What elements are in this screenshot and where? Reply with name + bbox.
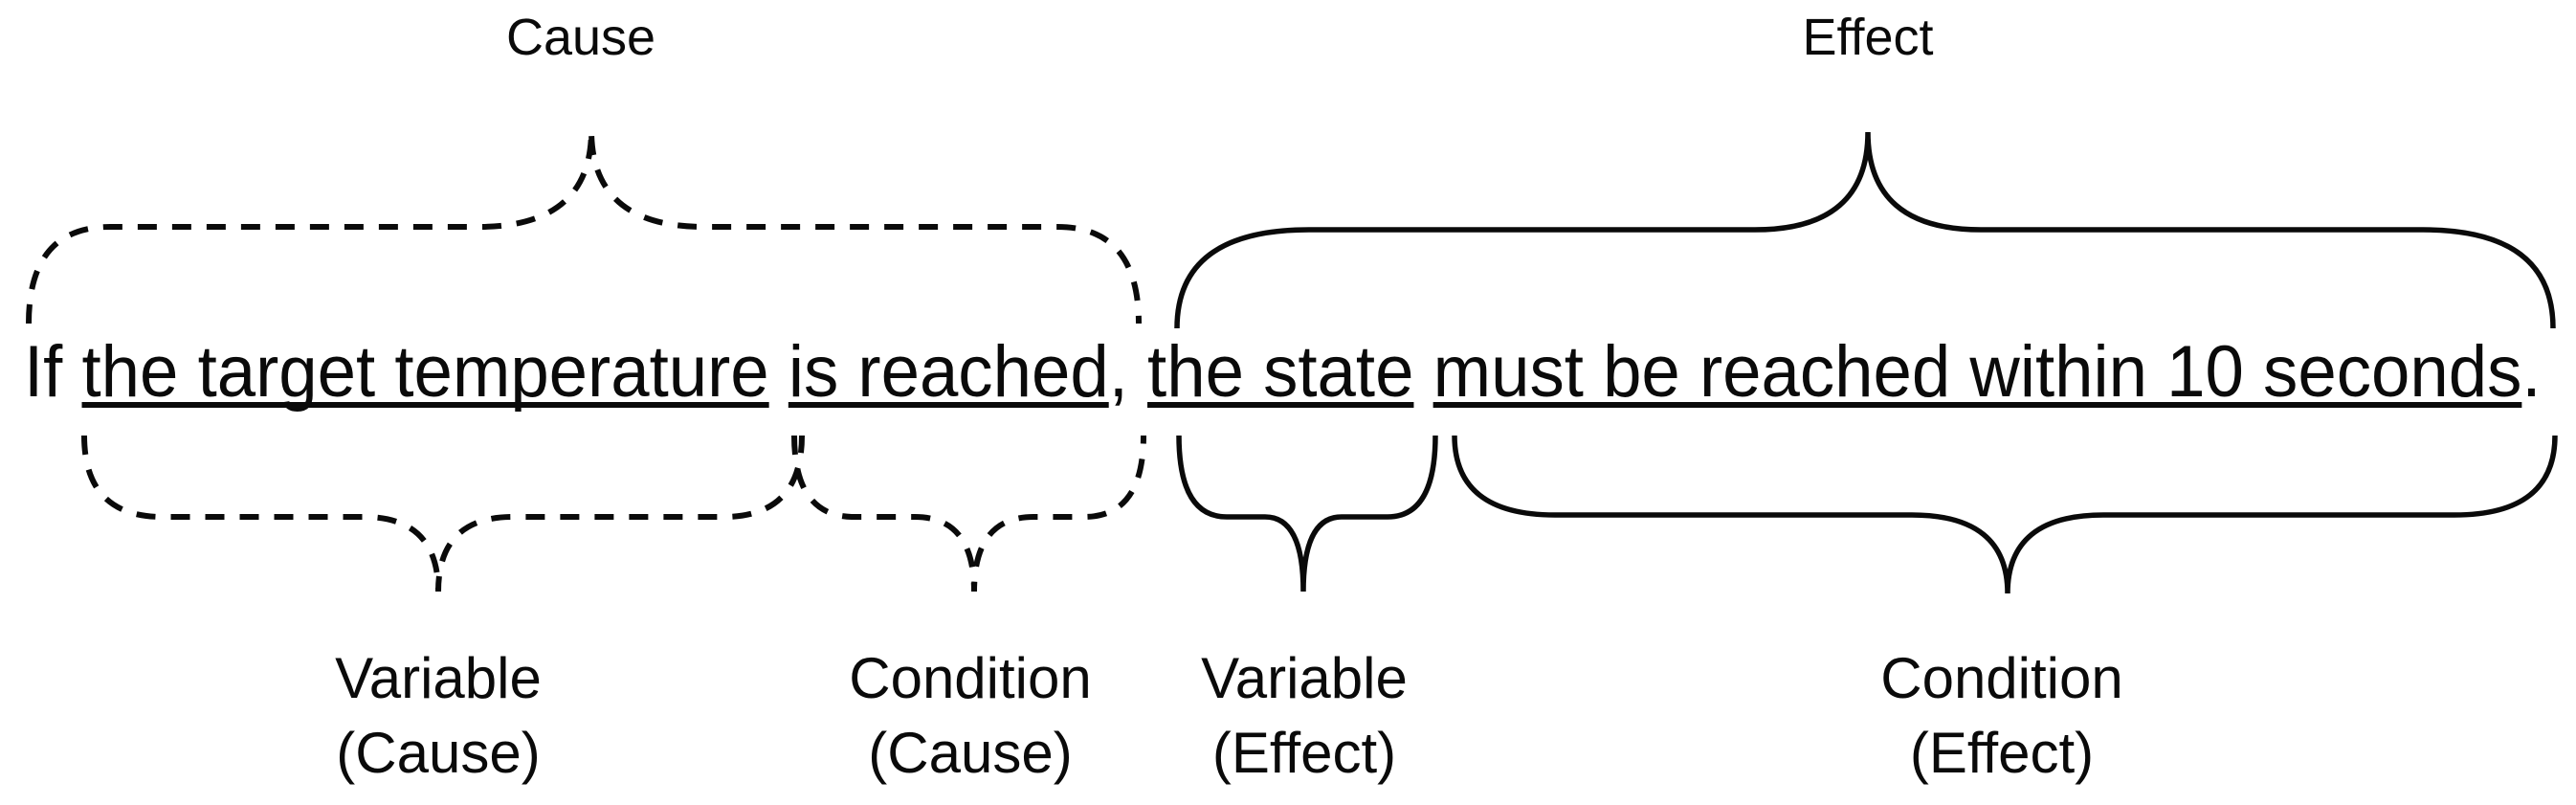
condition-cause-label: Condition (Cause) xyxy=(849,641,1092,791)
variable-cause-label-line1: Variable xyxy=(335,646,542,710)
variable-cause-label-line2: (Cause) xyxy=(336,721,541,785)
sentence-space xyxy=(769,331,788,413)
sentence-comma: , xyxy=(1108,331,1148,413)
variable-effect-brace-icon xyxy=(1176,435,1438,593)
variable-effect-label: Variable (Effect) xyxy=(1201,641,1408,791)
cause-variable-text: the target temperature xyxy=(81,331,769,413)
cause-top-brace-icon xyxy=(26,129,1142,324)
effect-variable-text: the state xyxy=(1147,331,1414,413)
condition-effect-label-line2: (Effect) xyxy=(1909,721,2095,785)
condition-cause-brace-icon xyxy=(791,435,1146,593)
effect-top-brace-icon xyxy=(1174,131,2556,329)
cause-label: Cause xyxy=(505,9,656,66)
sentence-period: . xyxy=(2521,331,2542,413)
sentence-prefix: If xyxy=(24,331,82,413)
variable-effect-label-line2: (Effect) xyxy=(1211,721,1397,785)
effect-label: Effect xyxy=(1802,9,1934,66)
effect-condition-text: must be reached within 10 seconds xyxy=(1432,331,2522,413)
condition-cause-label-line1: Condition xyxy=(849,646,1092,710)
condition-effect-label: Condition (Effect) xyxy=(1880,641,2123,791)
condition-cause-label-line2: (Cause) xyxy=(868,721,1073,785)
condition-effect-brace-icon xyxy=(1452,435,2558,594)
condition-effect-label-line1: Condition xyxy=(1880,646,2123,710)
sentence-space xyxy=(1413,331,1432,413)
variable-effect-label-line1: Variable xyxy=(1201,646,1408,710)
variable-cause-brace-icon xyxy=(81,435,805,593)
cause-condition-text: is reached xyxy=(788,331,1109,413)
variable-cause-label: Variable (Cause) xyxy=(335,641,542,791)
requirement-sentence: If the target temperature is reached, th… xyxy=(24,336,2542,409)
